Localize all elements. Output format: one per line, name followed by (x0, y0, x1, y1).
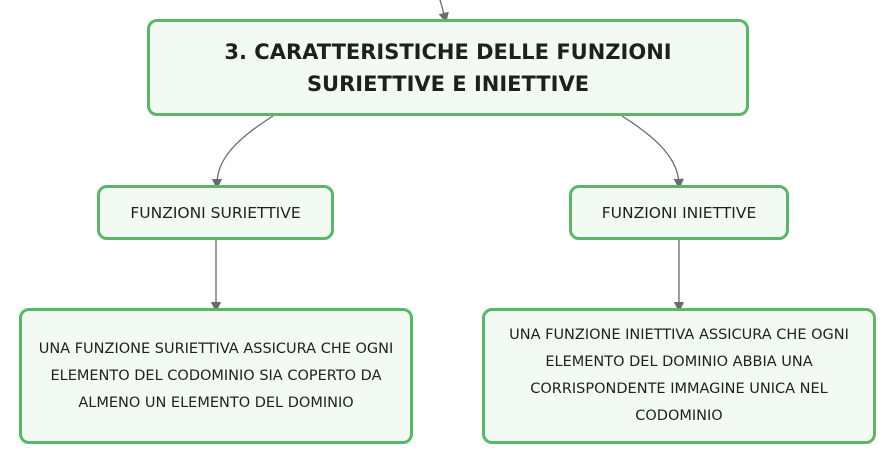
suriettive-detail-node[interactable]: UNA FUNZIONE SURIETTIVA ASSICURA CHE OGN… (19, 308, 413, 444)
suriettive-topic-label: FUNZIONI SURIETTIVE (130, 203, 301, 222)
root-topic-node[interactable]: 3. CARATTERISTICHE DELLE FUNZIONI SURIET… (147, 19, 749, 116)
iniettive-topic-label: FUNZIONI INIETTIVE (601, 203, 757, 222)
connector-root-to-suriettive (211, 115, 274, 190)
suriettive-topic-node[interactable]: FUNZIONI SURIETTIVE (97, 185, 334, 240)
root-topic-label: 3. CARATTERISTICHE DELLE FUNZIONI SURIET… (224, 39, 672, 96)
connector-parent-to-root (438, 0, 449, 24)
suriettive-detail-text: UNA FUNZIONE SURIETTIVA ASSICURA CHE OGN… (38, 340, 394, 411)
iniettive-detail-text: UNA FUNZIONE INIETTIVA ASSICURA CHE OGNI… (509, 327, 849, 424)
iniettive-detail-node[interactable]: UNA FUNZIONE INIETTIVA ASSICURA CHE OGNI… (482, 308, 876, 444)
connector-root-to-iniettive (621, 115, 684, 190)
iniettive-topic-node[interactable]: FUNZIONI INIETTIVE (569, 185, 789, 240)
